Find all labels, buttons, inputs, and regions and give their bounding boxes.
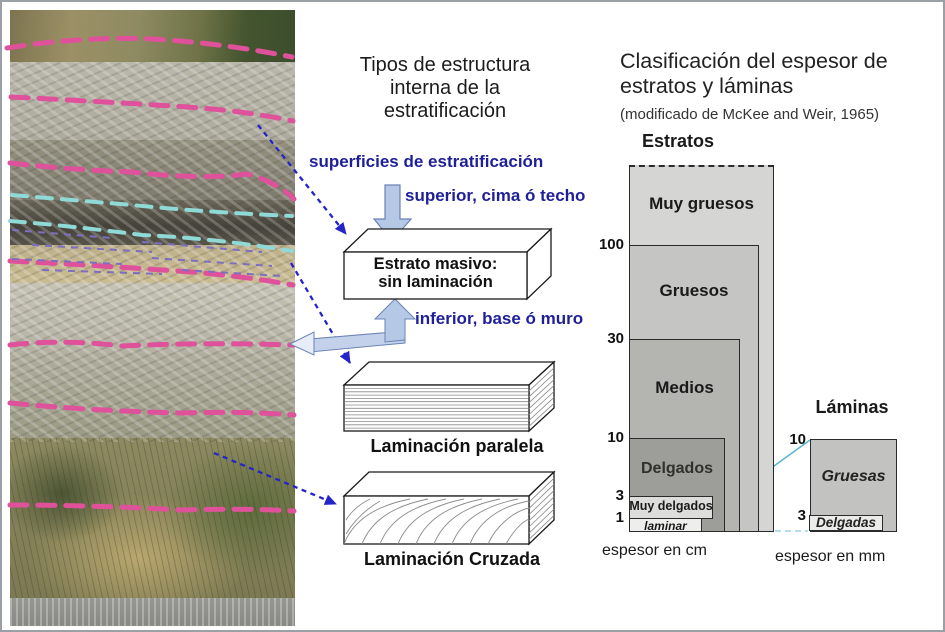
parallel-lamination-lines <box>345 388 528 429</box>
middle-title: Tipos de estructura interna de la estrat… <box>332 54 558 123</box>
tick-estratos-100: 100 <box>598 236 624 253</box>
photo-gravel-texture <box>10 598 295 626</box>
bar-label-medios: Medios <box>655 378 714 397</box>
middle-title-line2: interna de la <box>389 77 501 99</box>
block-massive-label-line1: Estrato masivo: <box>373 255 498 273</box>
cross-side-lines <box>528 477 555 540</box>
bar-label-muy-gruesos: Muy gruesos <box>649 194 754 213</box>
tick-estratos-30: 30 <box>607 330 624 347</box>
block-cross-lamination <box>342 470 556 546</box>
bar-label-delgadas: Delgadas <box>815 515 877 530</box>
block-massive-label: Estrato masivo: sin laminación <box>344 255 527 291</box>
photo-rock-veg-mix <box>10 353 295 438</box>
block-massive-label-line2: sin laminación <box>378 273 493 291</box>
block-cross-label: Laminación Cruzada <box>363 549 541 569</box>
laminas-heading: Láminas <box>815 397 889 417</box>
chart-title-line2: estratos y láminas <box>620 74 794 98</box>
label-superficies: superficies de estratificación <box>309 152 544 171</box>
bar-label-muy-delgados: Muy delgados <box>629 499 713 513</box>
middle-title-line3: estratificación <box>383 100 507 122</box>
tick-estratos-10: 10 <box>607 429 624 446</box>
chart-subtitle: (modificado de McKee and Weir, 1965) <box>620 106 880 123</box>
label-superior-cima-techo: superior, cima ó techo <box>405 186 586 205</box>
chart-title-line1: Clasificación del espesor de <box>620 49 888 73</box>
tick-estratos-1: 1 <box>615 509 624 526</box>
estratos-heading: Estratos <box>642 131 715 151</box>
label-inferior-base-muro: inferior, base ó muro <box>415 309 584 328</box>
bar-label-gruesos: Gruesos <box>659 281 729 300</box>
middle-title-line1: Tipos de estructura <box>359 54 531 76</box>
arrow-to-parallel-block <box>290 262 351 364</box>
elbow-block-arrow-inferior <box>288 298 417 356</box>
photo-rock-texture <box>10 62 295 442</box>
block-parallel-label: Laminación paralela <box>370 436 544 456</box>
tick-laminas-10: 10 <box>789 431 806 448</box>
photo-gravel-road <box>10 598 295 626</box>
cross-lamination-curves <box>344 498 529 544</box>
bar-label-gruesas: Gruesas <box>821 468 886 485</box>
axis-caption-cm: espesor en cm <box>602 542 707 559</box>
bar-label-laminar: laminar <box>644 519 687 533</box>
tick-estratos-3: 3 <box>615 487 624 504</box>
axis-caption-mm: espesor en mm <box>775 548 886 565</box>
bar-delgadas <box>809 515 883 531</box>
photo-vegetation-top <box>10 10 295 62</box>
photo-twig-texture <box>10 438 295 598</box>
tick-laminas-3: 3 <box>797 507 806 524</box>
bar-laminar <box>629 518 702 532</box>
bar-label-delgados: Delgados <box>640 460 713 477</box>
outcrop-photo <box>10 10 295 626</box>
parallel-side-hatch <box>528 367 555 427</box>
block-parallel-lamination <box>342 360 556 433</box>
